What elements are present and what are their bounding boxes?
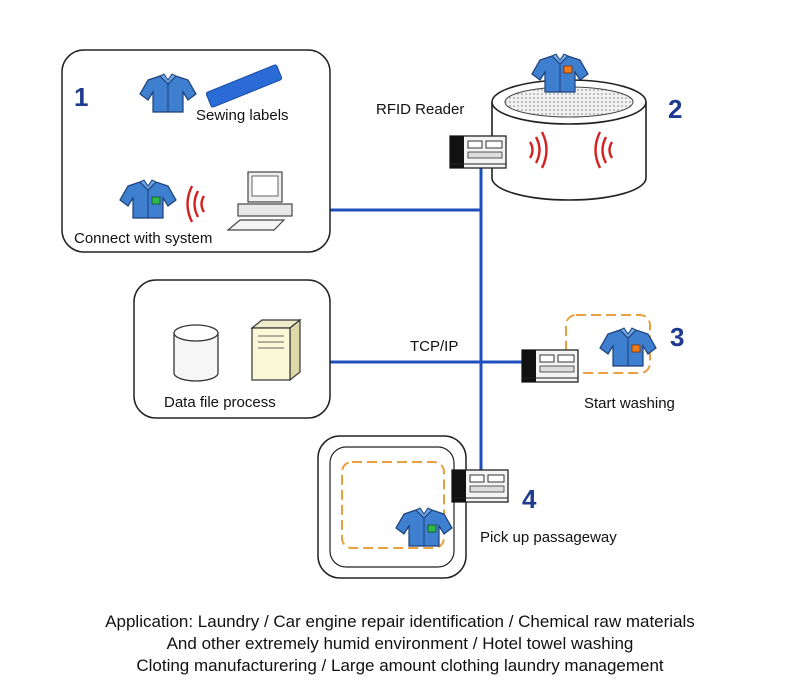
passageway-inner-box: [329, 446, 455, 568]
rfid-reader-icon: [521, 349, 579, 383]
step-number-3: 3: [670, 322, 685, 352]
rfid-reader-label: RFID Reader: [376, 101, 465, 118]
computer-icon: [226, 171, 293, 231]
step-number-1: 1: [74, 82, 89, 112]
caption-line-2: And other extremely humid environment / …: [166, 634, 634, 653]
shirt-icon: [531, 53, 589, 93]
passageway-dashed-path: [341, 461, 445, 549]
rfid-reader-icon: [449, 135, 507, 169]
passageway-outer-box: [317, 435, 467, 579]
database-icon: [173, 324, 219, 382]
server-icon: [250, 318, 302, 382]
shirt-icon: [119, 179, 177, 219]
connect-with-system-label: Connect with system: [74, 230, 213, 247]
data-process-box: [133, 279, 331, 419]
rfid-reader-icon: [451, 469, 509, 503]
tcp-ip-label: TCP/IP: [410, 338, 459, 355]
start-washing-label: Start washing: [584, 395, 675, 412]
caption-line-3: Cloting manufacturering / Large amount c…: [136, 656, 664, 675]
washing-tub-icon: [491, 79, 647, 201]
label-strip-icon: [205, 64, 283, 108]
step-number-4: 4: [522, 484, 537, 514]
step-number-2: 2: [668, 94, 683, 124]
data-file-process-label: Data file process: [164, 394, 276, 411]
shirt-icon: [599, 327, 657, 367]
sewing-labels-label: Sewing labels: [196, 107, 289, 124]
pick-up-passageway-label: Pick up passageway: [480, 529, 617, 546]
shirt-icon: [395, 507, 453, 547]
caption-line-1: Application: Laundry / Car engine repair…: [105, 612, 695, 631]
system-panel-box: [61, 49, 331, 253]
